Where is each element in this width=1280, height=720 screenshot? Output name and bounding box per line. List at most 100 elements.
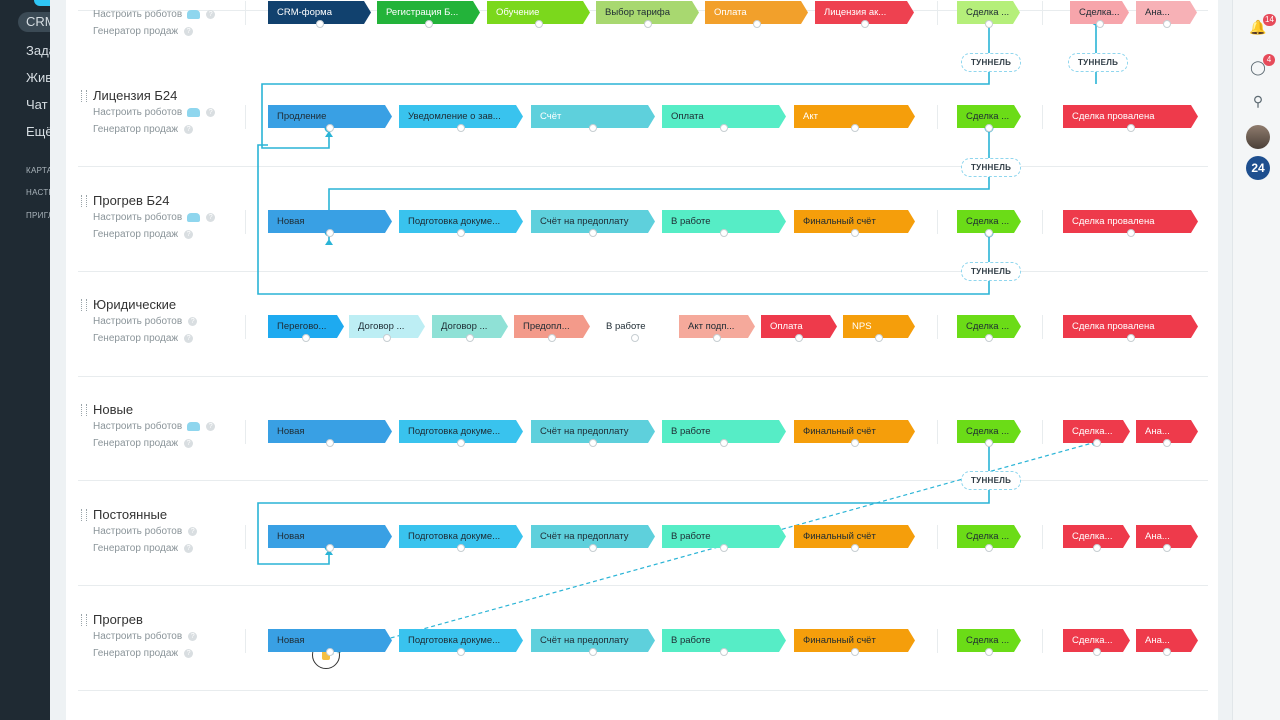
stage-pill[interactable]: Счёт [531, 105, 655, 128]
stage-pill[interactable]: В работе [606, 321, 646, 332]
connector-dot[interactable] [589, 229, 597, 237]
connector-dot[interactable] [457, 648, 465, 656]
stage-pill[interactable]: Сделка ... [957, 105, 1021, 128]
connector-dot[interactable] [326, 124, 334, 132]
help-icon[interactable]: ? [206, 107, 216, 117]
stage-pill[interactable]: NPS [843, 315, 915, 338]
funnel-name[interactable]: Лицензия Б24 [93, 88, 178, 103]
help-icon[interactable]: ? [184, 26, 194, 36]
connector-dot[interactable] [1126, 124, 1135, 132]
stage-pill[interactable]: Предопл... [514, 315, 590, 338]
connector-dot[interactable] [383, 334, 391, 342]
stage-pill[interactable]: Сделка ... [957, 1, 1020, 24]
stage-pill[interactable]: В работе [662, 210, 786, 233]
stage-pill[interactable]: Акт [794, 105, 915, 128]
stage-pill[interactable]: Ана... [1136, 629, 1198, 652]
connector-dot[interactable] [326, 648, 334, 656]
help-icon[interactable]: ? [206, 9, 216, 19]
help-icon[interactable]: ? [206, 212, 216, 222]
connector-dot[interactable] [326, 439, 334, 447]
stage-pill[interactable]: Ана... [1136, 525, 1198, 548]
funnel-name[interactable]: Прогрев Б24 [93, 193, 170, 208]
connector-dot[interactable] [302, 334, 310, 342]
drag-handle-icon[interactable] [81, 195, 87, 207]
configure-robots-link[interactable]: Настроить роботов [93, 212, 183, 223]
configure-robots-link[interactable]: Настроить роботов [93, 526, 183, 537]
connector-dot[interactable] [457, 544, 465, 552]
tunnel-badge[interactable]: ТУННЕЛЬ [961, 53, 1022, 72]
menu-item-chat[interactable]: Чат [26, 97, 48, 112]
connector-dot[interactable] [1163, 544, 1171, 552]
tunnel-badge[interactable]: ТУННЕЛЬ [1068, 53, 1129, 72]
menu-item-crm[interactable]: CRM [26, 14, 50, 29]
stage-pill[interactable]: В работе [662, 629, 786, 652]
sales-generator-link[interactable]: Генератор продаж [93, 229, 179, 240]
drag-handle-icon[interactable] [81, 614, 87, 626]
connector-dot[interactable] [850, 124, 859, 132]
tunnel-badge[interactable]: ТУННЕЛЬ [961, 158, 1022, 177]
stage-pill[interactable]: Договор ... [432, 315, 508, 338]
stage-pill[interactable]: В работе [662, 525, 786, 548]
tunnel-badge[interactable]: ТУННЕЛЬ [961, 262, 1022, 281]
stage-pill[interactable]: Финальный счёт [794, 525, 915, 548]
menu-item-settings[interactable]: НАСТР [26, 188, 50, 197]
menu-item-feed[interactable]: Жив [26, 70, 50, 85]
drag-handle-icon[interactable] [81, 299, 87, 311]
stage-pill[interactable]: Подготовка докуме... [399, 525, 523, 548]
stage-pill[interactable]: Ана... [1136, 1, 1197, 24]
connector-dot[interactable] [1126, 229, 1135, 237]
search-icon[interactable]: ⚲ [1252, 93, 1264, 109]
stage-pill[interactable]: Сделка... [1063, 525, 1130, 548]
help-icon[interactable]: ? [184, 648, 194, 658]
connector-dot[interactable] [1163, 439, 1171, 447]
connector-dot[interactable] [466, 334, 474, 342]
stage-pill[interactable]: Сделка провалена [1063, 105, 1198, 128]
stage-pill[interactable]: Сделка провалена [1063, 315, 1198, 338]
stage-pill[interactable]: Перегово... [268, 315, 344, 338]
stage-pill[interactable]: Сделка ... [957, 420, 1021, 443]
connector-dot[interactable] [457, 124, 465, 132]
configure-robots-link[interactable]: Настроить роботов [93, 631, 183, 642]
stage-pill[interactable]: Счёт на предоплату [531, 210, 655, 233]
bitrix24-logo[interactable]: 24 [1246, 156, 1270, 180]
sales-generator-link[interactable]: Генератор продаж [93, 438, 179, 449]
connector-dot[interactable] [1095, 20, 1104, 28]
connector-dot[interactable] [1163, 648, 1171, 656]
stage-pill[interactable]: Регистрация Б... [377, 1, 480, 24]
connector-dot[interactable] [643, 20, 652, 28]
help-icon[interactable]: ? [188, 631, 198, 641]
stage-pill[interactable]: Оплата [761, 315, 837, 338]
chat-icon[interactable]: ◯ [1250, 59, 1266, 75]
connector-dot[interactable] [850, 439, 859, 447]
connector-dot[interactable] [720, 648, 728, 656]
stage-pill[interactable]: Счёт на предоплату [531, 420, 655, 443]
bell-icon[interactable]: 🔔 [1249, 19, 1267, 35]
stage-pill[interactable]: Подготовка докуме... [399, 629, 523, 652]
connector-dot[interactable] [985, 648, 993, 656]
stage-pill[interactable]: Сделка ... [957, 525, 1021, 548]
connector-dot[interactable] [720, 124, 728, 132]
connector-dot[interactable] [326, 544, 334, 552]
connector-dot[interactable] [1092, 544, 1101, 552]
connector-dot[interactable] [795, 334, 803, 342]
sales-generator-link[interactable]: Генератор продаж [93, 543, 179, 554]
stage-pill[interactable]: Сделка провалена [1063, 210, 1198, 233]
avatar[interactable] [1246, 125, 1270, 149]
help-icon[interactable]: ? [184, 543, 194, 553]
connector-dot[interactable] [850, 648, 859, 656]
help-icon[interactable]: ? [184, 229, 194, 239]
stage-pill[interactable]: Сделка... [1063, 420, 1130, 443]
connector-dot[interactable] [875, 334, 883, 342]
help-icon[interactable]: ? [184, 438, 194, 448]
connector-dot[interactable] [860, 20, 869, 28]
stage-pill[interactable]: Подготовка докуме... [399, 420, 523, 443]
connector-dot[interactable] [589, 124, 597, 132]
connector-dot[interactable] [1092, 439, 1101, 447]
connector-dot[interactable] [548, 334, 556, 342]
help-icon[interactable]: ? [184, 124, 194, 134]
connector-dot[interactable] [713, 334, 721, 342]
help-icon[interactable]: ? [206, 421, 216, 431]
stage-pill[interactable]: Лицензия ак... [815, 1, 914, 24]
stage-pill[interactable]: Обучение [487, 1, 590, 24]
stage-pill[interactable]: Финальный счёт [794, 210, 915, 233]
